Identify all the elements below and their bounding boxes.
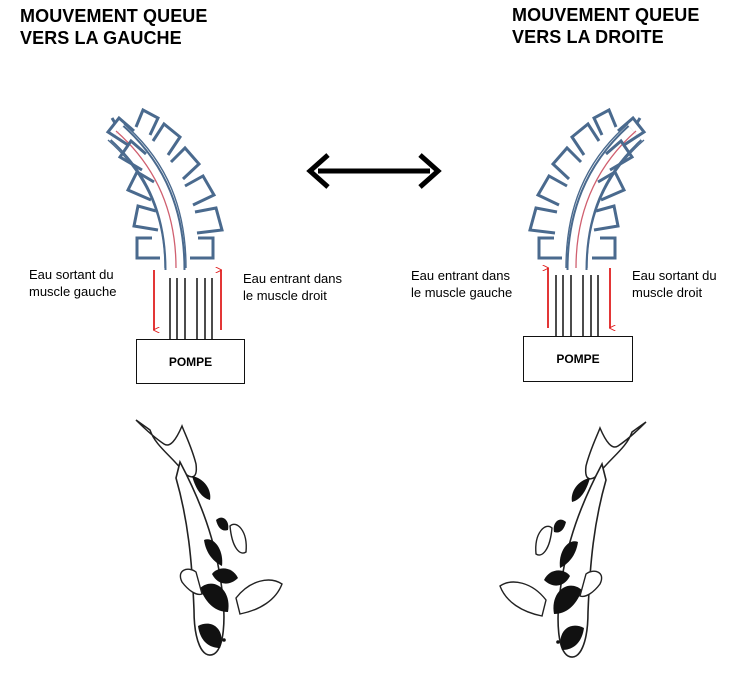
- right-caption-water-in: Eau entrant dans le muscle gauche: [411, 268, 513, 300]
- left-caption-water-in: Eau entrant dans le muscle droit: [243, 271, 343, 303]
- right-connector-pipes: [555, 275, 599, 336]
- right-pump-label: POMPE: [556, 352, 600, 366]
- left-panel-title: MOUVEMENT QUEUE VERS LA GAUCHE: [20, 6, 208, 48]
- double-headed-arrow-icon: [306, 153, 442, 189]
- right-panel-title: MOUVEMENT QUEUE VERS LA DROITE: [512, 5, 700, 47]
- right-pump-box: POMPE: [523, 336, 633, 382]
- koi-fish-tail-left-icon: [135, 419, 283, 656]
- left-tail-section: [108, 110, 222, 270]
- left-pump-label: POMPE: [168, 354, 213, 369]
- left-pump-box: POMPE: [136, 339, 245, 384]
- right-tail-section: [530, 110, 644, 270]
- left-caption-water-out: Eau sortant du muscle gauche: [29, 267, 117, 299]
- left-connector-pipes: [169, 278, 213, 339]
- right-caption-water-out: Eau sortant du muscle droit: [632, 268, 717, 300]
- koi-fish-tail-right-icon: [499, 421, 647, 658]
